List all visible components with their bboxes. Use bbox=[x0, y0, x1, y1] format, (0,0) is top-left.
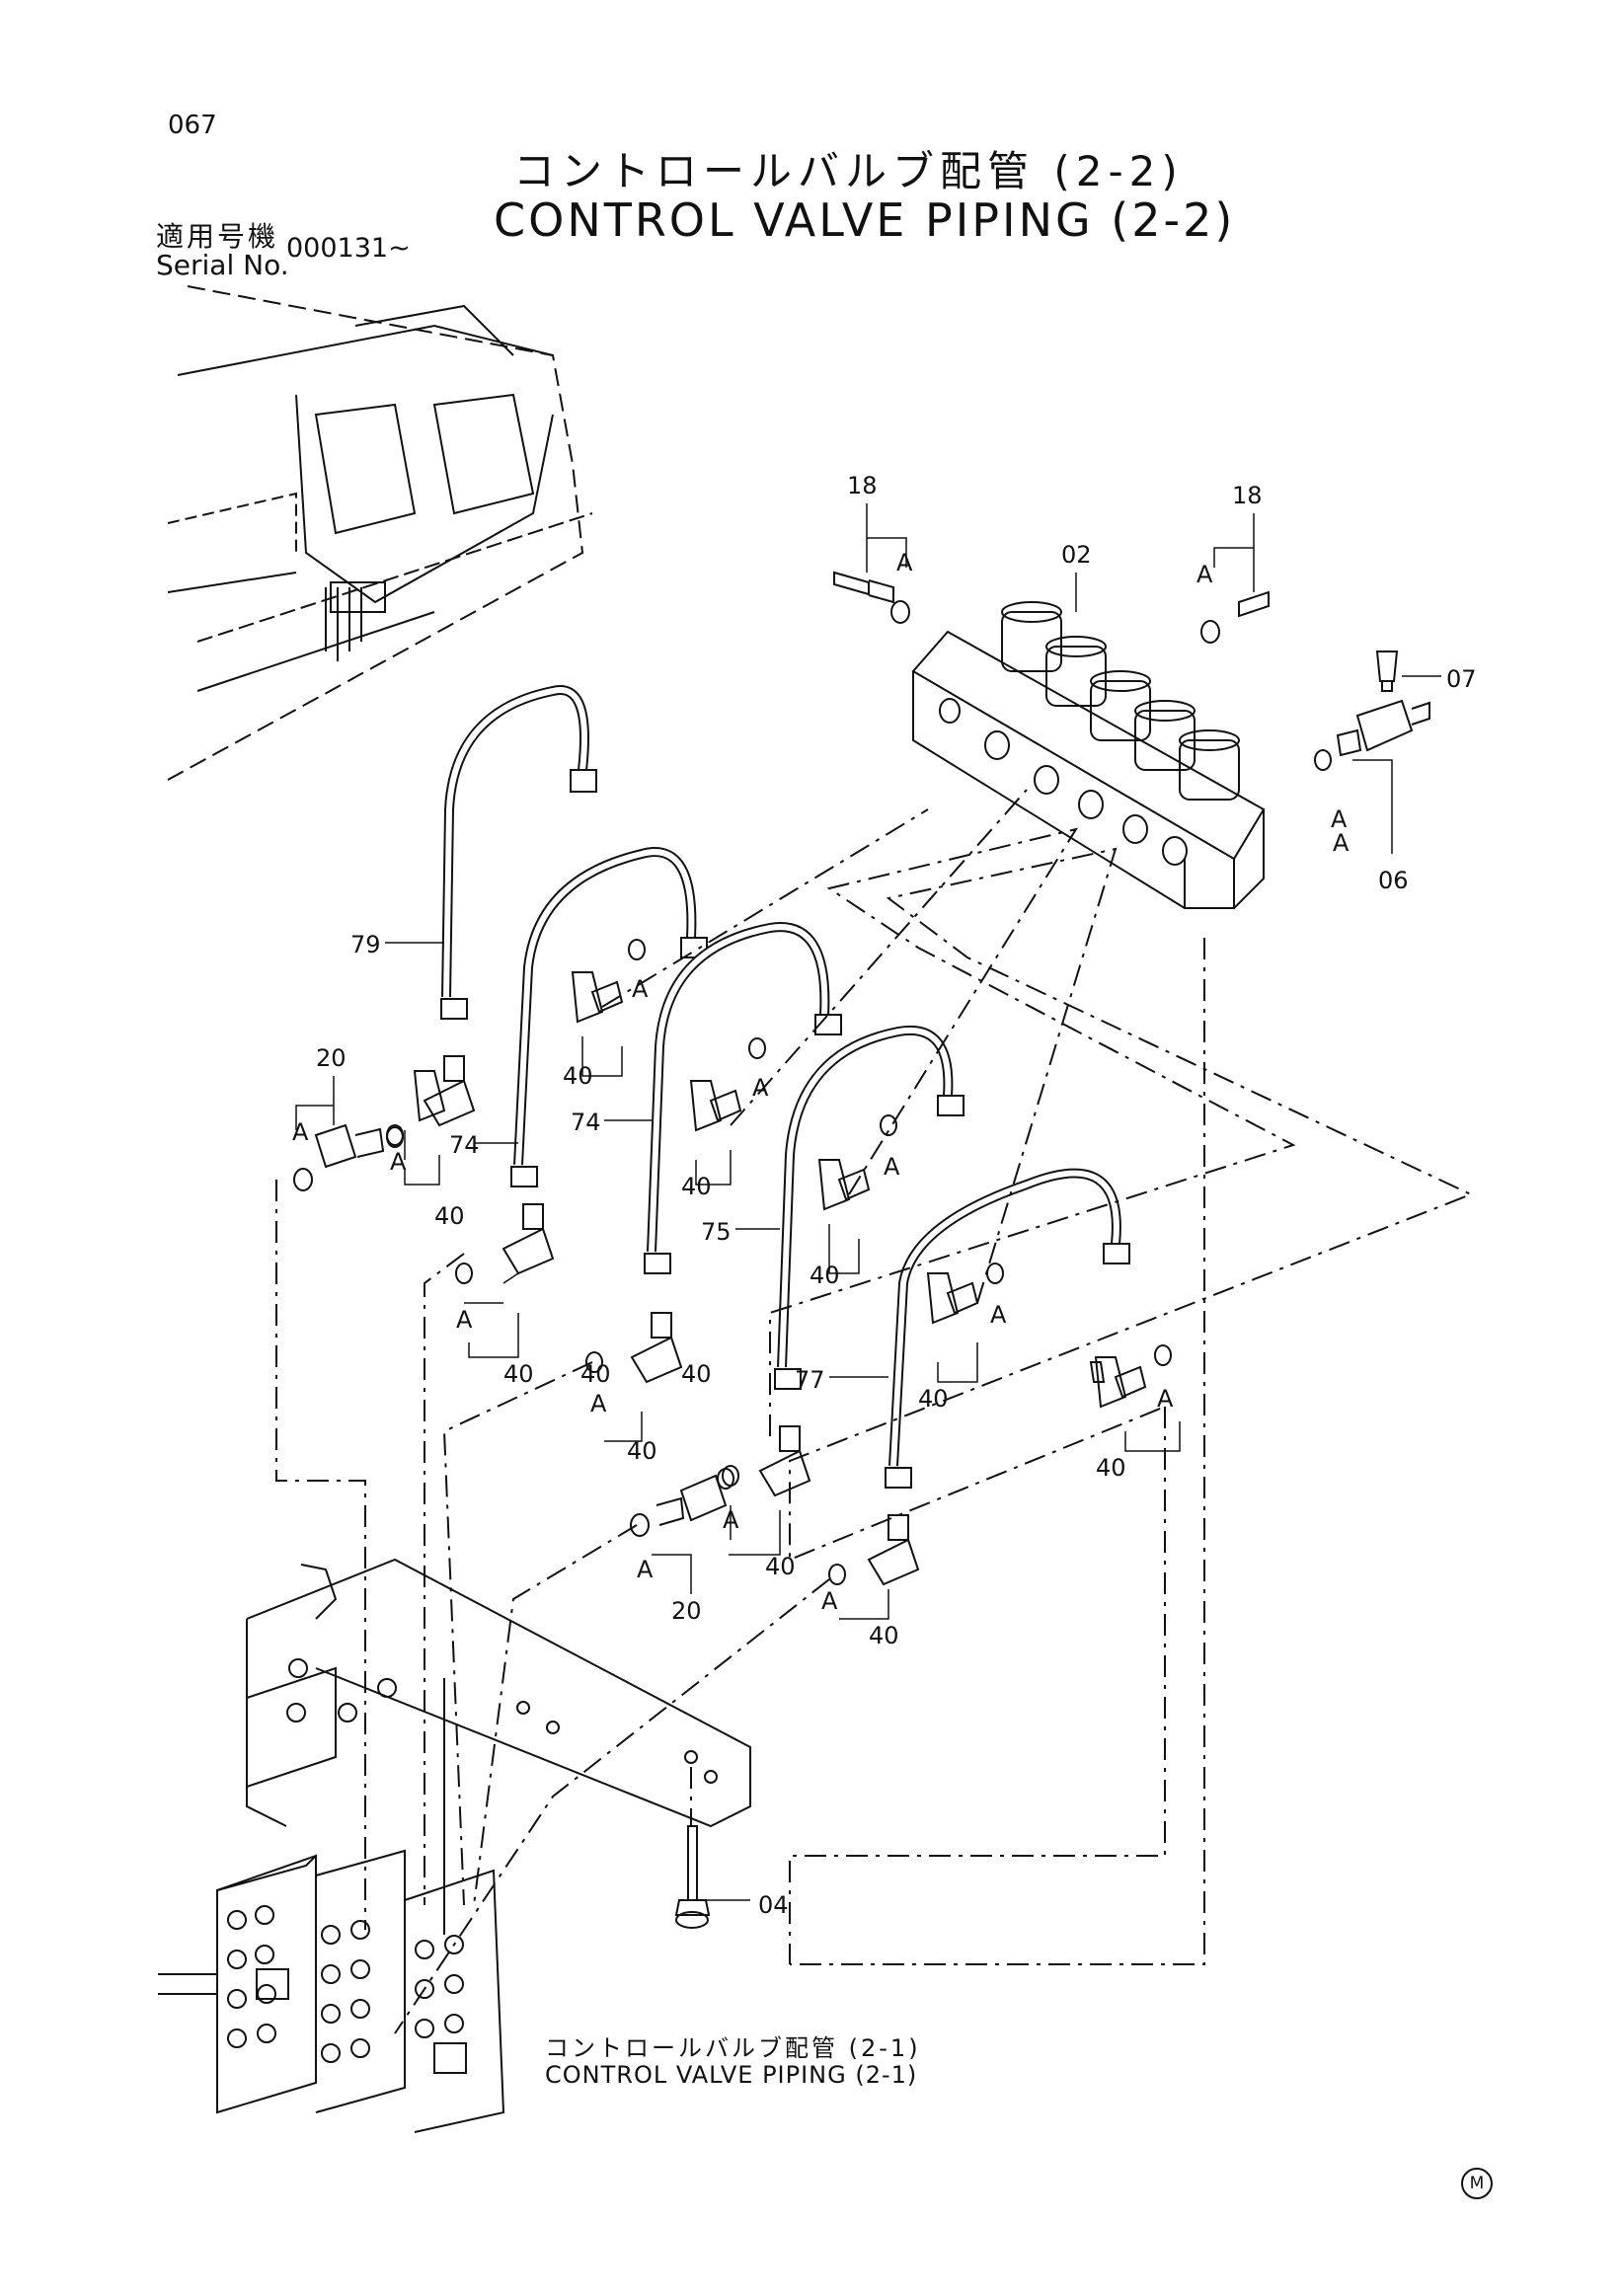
connection-lines bbox=[275, 789, 1474, 2034]
callout-a: A bbox=[752, 1074, 769, 1102]
adapter-06 bbox=[1314, 699, 1430, 771]
page-title-japanese: コントロールバルブ配管 (2-2) bbox=[513, 147, 1184, 195]
pipe-77 bbox=[885, 1168, 1130, 1489]
callout-20-lower: 20 bbox=[671, 1597, 702, 1625]
callout-a: A bbox=[884, 1153, 900, 1181]
callout-04: 04 bbox=[758, 1891, 789, 1919]
pipe-75 bbox=[774, 1025, 964, 1390]
pipe-79 bbox=[440, 685, 597, 1020]
elbow-fitting-40 bbox=[413, 1070, 446, 1122]
plug-07 bbox=[1375, 651, 1399, 692]
callout-40: 40 bbox=[627, 1437, 657, 1465]
callout-a: A bbox=[821, 1587, 838, 1615]
callout-40: 40 bbox=[503, 1360, 534, 1388]
callout-18-left: 18 bbox=[847, 472, 878, 499]
reference-title-japanese: コントロールバルブ配管 (2-1) bbox=[545, 2034, 921, 2062]
pipe-74-lower bbox=[644, 922, 842, 1274]
callout-a: A bbox=[637, 1556, 654, 1583]
callout-a: A bbox=[896, 549, 913, 576]
callout-a: A bbox=[456, 1306, 473, 1334]
callout-a: A bbox=[632, 975, 649, 1003]
callout-40: 40 bbox=[918, 1385, 949, 1413]
elbow-fitting-40 bbox=[926, 1272, 979, 1325]
callout-06: 06 bbox=[1378, 867, 1409, 894]
leader-lines bbox=[295, 503, 1441, 1901]
callout-40: 40 bbox=[563, 1062, 593, 1090]
callout-a: A bbox=[1157, 1385, 1174, 1413]
serial-label-japanese: 適用号機 bbox=[156, 220, 279, 253]
callout-18-right: 18 bbox=[1232, 482, 1263, 509]
callout-labels: 18 18 02 07 06 79 20 74 74 75 77 20 04 4… bbox=[292, 472, 1477, 1919]
callout-40: 40 bbox=[434, 1202, 465, 1230]
callout-20-upper: 20 bbox=[316, 1044, 347, 1072]
callout-a: A bbox=[292, 1118, 309, 1146]
callout-40: 40 bbox=[1096, 1454, 1126, 1482]
serial-label-english: Serial No. bbox=[156, 249, 289, 281]
solenoid-coil bbox=[1179, 729, 1240, 801]
elbow-fitting-40 bbox=[1094, 1356, 1147, 1409]
pipe-74-upper bbox=[510, 847, 708, 1187]
control-valve-stack bbox=[158, 1849, 505, 2133]
callout-a: A bbox=[590, 1390, 607, 1417]
fitting-18-left bbox=[833, 571, 910, 624]
page-title-english: CONTROL VALVE PIPING (2-2) bbox=[494, 193, 1236, 247]
callout-a: A bbox=[723, 1506, 739, 1534]
elbow-fitting-40 bbox=[571, 971, 624, 1024]
callout-a: A bbox=[390, 1148, 407, 1176]
elbow-fitting-40 bbox=[758, 1425, 811, 1497]
callout-40: 40 bbox=[681, 1360, 712, 1388]
solenoid-valve-block bbox=[911, 601, 1266, 909]
callout-40: 40 bbox=[580, 1360, 611, 1388]
bolt-04 bbox=[674, 1825, 711, 1929]
fitting-18-right bbox=[1200, 590, 1270, 644]
elbow-fitting-40 bbox=[630, 1312, 683, 1384]
connector-20-lower bbox=[630, 1465, 739, 1537]
elbow-fitting-40 bbox=[423, 1055, 476, 1127]
footer-mark-badge: M bbox=[1461, 2168, 1493, 2199]
callout-40: 40 bbox=[681, 1173, 712, 1200]
serial-number-value: 000131~ bbox=[286, 233, 411, 264]
callout-40: 40 bbox=[765, 1553, 796, 1580]
callout-a: A bbox=[990, 1301, 1007, 1329]
elbow-fitting-40 bbox=[1089, 1361, 1106, 1383]
o-rings bbox=[386, 939, 1172, 1585]
elbow-fitting-40 bbox=[817, 1159, 871, 1211]
callout-77: 77 bbox=[795, 1366, 825, 1394]
page-number: 067 bbox=[168, 111, 217, 140]
solenoid-coil bbox=[1001, 601, 1062, 672]
reference-title-english: CONTROL VALVE PIPING (2-1) bbox=[545, 2061, 918, 2089]
callout-02: 02 bbox=[1061, 541, 1092, 569]
callout-a: A bbox=[1196, 561, 1213, 588]
callout-79: 79 bbox=[350, 931, 381, 958]
callout-75: 75 bbox=[701, 1218, 732, 1246]
callout-74-upper: 74 bbox=[449, 1131, 480, 1159]
elbow-fitting-40 bbox=[501, 1203, 555, 1275]
elbow-fitting-40 bbox=[867, 1514, 920, 1586]
solenoid-coil bbox=[1045, 636, 1107, 707]
excavator-context-sketch bbox=[167, 285, 593, 781]
callout-40: 40 bbox=[810, 1262, 840, 1289]
callout-a: A bbox=[1333, 829, 1350, 857]
callout-07: 07 bbox=[1446, 665, 1477, 693]
callout-40: 40 bbox=[869, 1622, 899, 1649]
elbow-fitting-40 bbox=[689, 1080, 742, 1132]
callout-a: A bbox=[1331, 805, 1348, 833]
callout-74-lower: 74 bbox=[571, 1109, 601, 1136]
mounting-bracket bbox=[246, 1558, 751, 1935]
